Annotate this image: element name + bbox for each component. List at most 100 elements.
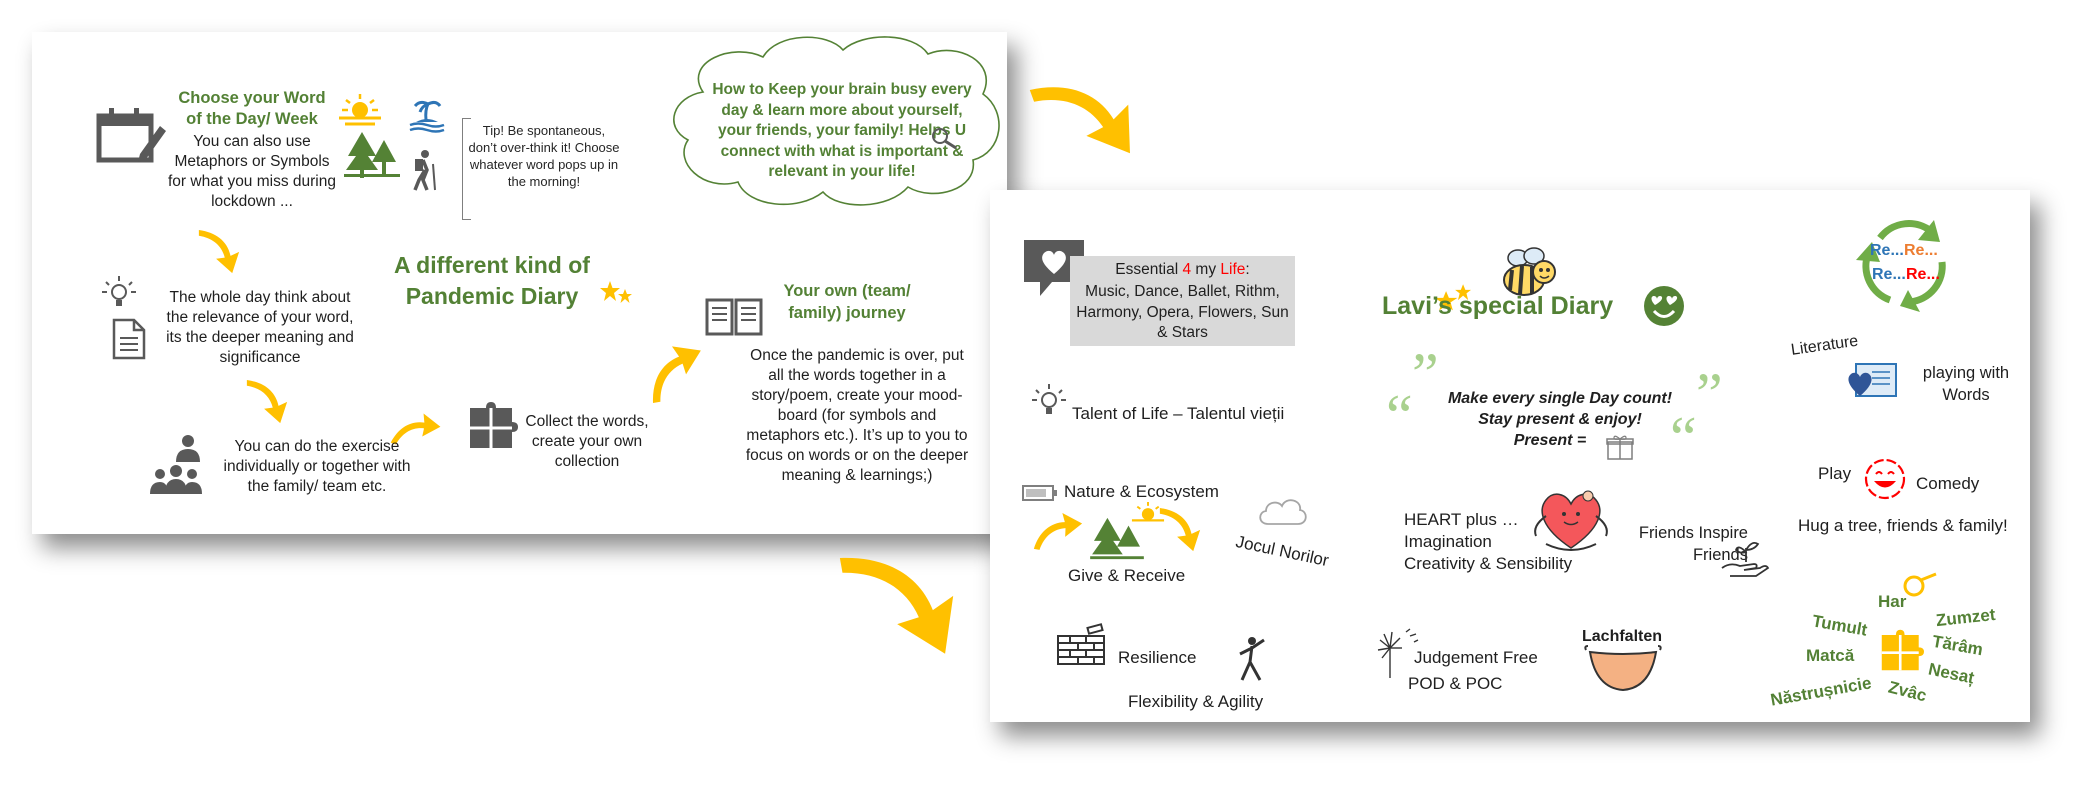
arrow-icon bbox=[198, 230, 240, 274]
essential-heading: Essential 4 my Life: bbox=[1115, 261, 1250, 278]
svg-text:“: “ bbox=[1670, 405, 1697, 471]
laughing-face-icon bbox=[1864, 458, 1906, 500]
play-text: Play bbox=[1818, 464, 1852, 483]
jocul-text: Jocul Norilor bbox=[1234, 532, 1331, 571]
quote-marks-icon: ” bbox=[1696, 361, 1723, 427]
pod-text: POD & POC bbox=[1408, 674, 1503, 693]
puzzle-icon bbox=[470, 402, 518, 448]
arrow-icon bbox=[246, 380, 288, 424]
lightbulb-icon bbox=[102, 276, 136, 306]
svg-text:”: ” bbox=[1412, 341, 1439, 407]
gift-icon bbox=[1606, 435, 1634, 460]
re-4: Re... bbox=[1906, 266, 1940, 283]
tip-bracket bbox=[462, 118, 471, 220]
playing-words-text: playing with Words bbox=[1922, 364, 2010, 404]
left-slide: Choose your Word of the Day/ Week You ca… bbox=[32, 32, 1007, 534]
cloud-text: How to Keep your brain busy every day & … bbox=[712, 81, 972, 180]
quote-line-1: Make every single Day count! bbox=[1447, 390, 1673, 407]
tip-text: Tip! Be spontaneous, don’t over-think it… bbox=[468, 123, 620, 189]
svg-text:“: “ bbox=[1386, 383, 1413, 449]
imagination-text: Imagination bbox=[1404, 532, 1492, 551]
brick-wall-icon bbox=[1057, 623, 1105, 665]
sun-icon bbox=[339, 94, 381, 126]
book-heart-icon bbox=[1848, 363, 1897, 397]
right-slide: Essential 4 my Life: Music, Dance, Balle… bbox=[990, 190, 2030, 722]
bee-icon bbox=[1503, 247, 1556, 296]
hug-text: Hug a tree, friends & family! bbox=[1798, 516, 2008, 535]
word-har: Har bbox=[1878, 592, 1907, 611]
choose-title: Choose your Word of the Day/ Week bbox=[178, 89, 326, 128]
heart-speech-icon bbox=[1024, 240, 1084, 296]
comedy-text: Comedy bbox=[1916, 474, 1980, 493]
quote-marks-icon: “ bbox=[1670, 405, 1697, 471]
literature-text: Literature bbox=[1790, 332, 1860, 359]
re-1: Re... bbox=[1870, 242, 1904, 259]
re-2: Re... bbox=[1904, 242, 1938, 259]
arrow-icon bbox=[1029, 60, 1145, 179]
main-title: A different kind of Pandemic Diary bbox=[394, 252, 590, 309]
word-nastrusnicie: Năstrușnicie bbox=[1769, 673, 1873, 710]
lightbulb-icon bbox=[1032, 384, 1066, 414]
calendar-pencil-icon bbox=[96, 108, 166, 163]
essential-box bbox=[1070, 256, 1295, 346]
arrow-icon bbox=[643, 341, 709, 404]
choose-body: You can also use Metaphors or Symbols fo… bbox=[168, 133, 336, 210]
cloud-icon bbox=[1259, 499, 1307, 525]
smiley-hearts-icon bbox=[1644, 286, 1684, 326]
lavi-title: Lavi’s special Diary bbox=[1382, 292, 1614, 320]
essential-list: Music, Dance, Ballet, Rithm, Harmony, Op… bbox=[1076, 283, 1289, 341]
quote-marks-icon: ” bbox=[1412, 341, 1439, 407]
collect-text: Collect the words, create your own colle… bbox=[525, 413, 649, 470]
smile-mouth-icon bbox=[1584, 645, 1662, 692]
word-matca: Matcă bbox=[1806, 646, 1855, 665]
trees-icon bbox=[344, 132, 400, 178]
creativity-text: Creativity & Sensibility bbox=[1404, 554, 1573, 573]
dandelion-icon bbox=[1377, 628, 1419, 678]
puzzle-icon bbox=[1881, 629, 1924, 671]
flexibility-text: Flexibility & Agility bbox=[1128, 692, 1264, 711]
arrow-icon bbox=[1159, 508, 1201, 552]
word-zvac: Zvâc bbox=[1886, 677, 1929, 706]
friends-text: Friends Inspire Friends bbox=[1638, 524, 1748, 564]
battery-icon bbox=[1022, 485, 1057, 501]
quote-line-3: Present = bbox=[1513, 432, 1587, 449]
document-icon bbox=[112, 318, 146, 360]
lachfalten-text: Lachfalten bbox=[1582, 628, 1663, 645]
word-nesat: Nesaț bbox=[1926, 659, 1976, 688]
hand-plant-icon bbox=[1721, 541, 1770, 577]
quote-marks-icon: “ bbox=[1386, 383, 1413, 449]
arrow-icon bbox=[839, 539, 963, 669]
give-receive-text: Give & Receive bbox=[1068, 566, 1186, 585]
heart-plus-text: HEART plus … bbox=[1404, 510, 1519, 529]
magnifier-icon bbox=[1903, 572, 1937, 597]
judgement-text: Judgement Free bbox=[1414, 648, 1538, 667]
trees-icon bbox=[1090, 517, 1144, 560]
journey-title: Your own (team/ family) journey bbox=[783, 282, 911, 322]
journey-body: Once the pandemic is over, put all the w… bbox=[745, 347, 969, 484]
talent-text: Talent of Life – Talentul vieții bbox=[1072, 404, 1285, 423]
word-taram: Tărâm bbox=[1930, 631, 1985, 660]
nature-text: Nature & Ecosystem bbox=[1064, 482, 1219, 501]
group-icon bbox=[150, 465, 202, 494]
magnifier-icon bbox=[932, 128, 957, 150]
stars-icon bbox=[600, 281, 632, 303]
re-3: Re... bbox=[1872, 266, 1906, 283]
quote-line-2: Stay present & enjoy! bbox=[1478, 411, 1642, 428]
sun-icon bbox=[1131, 502, 1165, 522]
exercise-text: You can do the exercise individually or … bbox=[223, 438, 411, 495]
word-zumzet: Zumzet bbox=[1935, 604, 1997, 631]
yoga-icon bbox=[1239, 637, 1265, 681]
recycle-icon bbox=[1856, 220, 1946, 312]
heart-meditation-icon bbox=[1534, 490, 1608, 551]
stars-icon bbox=[1434, 284, 1471, 311]
whole-day-text: The whole day think about the relevance … bbox=[166, 289, 354, 366]
hiker-icon bbox=[413, 150, 436, 191]
book-icon bbox=[705, 298, 763, 336]
person-icon bbox=[176, 435, 200, 462]
thought-cloud bbox=[673, 36, 1000, 206]
palm-island-icon bbox=[409, 100, 445, 133]
resilience-text: Resilience bbox=[1118, 648, 1197, 667]
arrow-icon bbox=[1033, 509, 1084, 557]
word-tumult: Tumult bbox=[1810, 611, 1869, 640]
svg-text:”: ” bbox=[1696, 361, 1723, 427]
